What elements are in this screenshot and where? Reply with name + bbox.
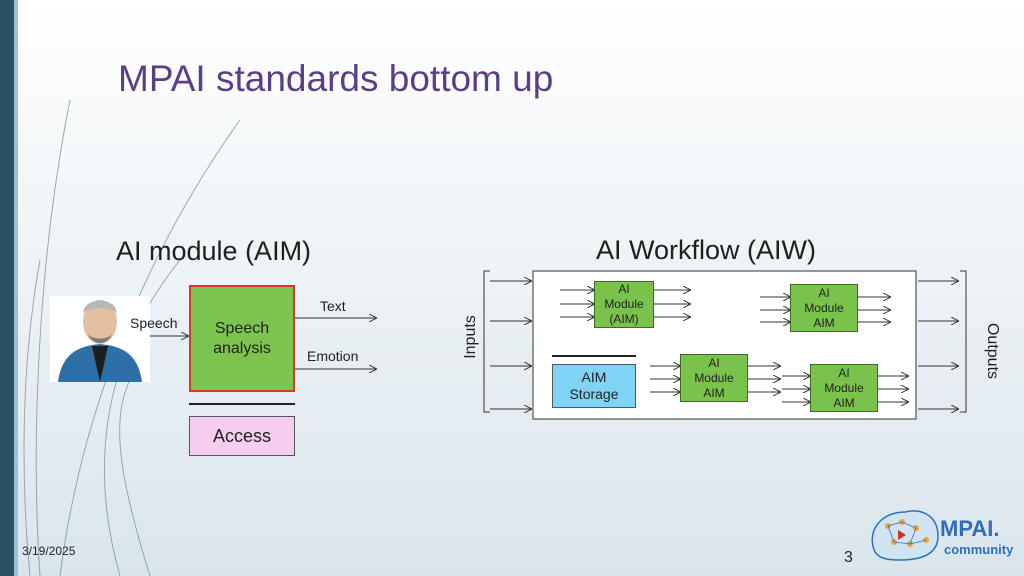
aiw-module-3: AI Module AIM xyxy=(680,354,748,402)
speech-input-label: Speech xyxy=(130,315,178,331)
speech-analysis-module: Speech analysis xyxy=(189,285,295,392)
slide-title: MPAI standards bottom up xyxy=(118,58,554,99)
person-avatar xyxy=(50,296,150,382)
aim-heading: AI module (AIM) xyxy=(116,236,312,266)
module-2-line-2: Module xyxy=(804,300,844,315)
module-3-line-1: AI xyxy=(708,355,720,370)
storage-line-2: Storage xyxy=(569,386,619,402)
decorative-curves xyxy=(23,99,241,576)
access-box: Access xyxy=(189,416,295,456)
module-4-line-3: AIM xyxy=(833,395,855,410)
aim-storage-box: AIM Storage xyxy=(552,364,636,408)
module-1-line-2: Module xyxy=(604,297,644,311)
text-output-label: Text xyxy=(320,298,346,314)
outputs-label: Outputs xyxy=(984,322,1001,380)
outputs-bracket xyxy=(960,270,967,413)
page-number: 3 xyxy=(844,549,853,566)
storage-line-1: AIM xyxy=(581,369,607,385)
aiw-heading: AI Workflow (AIW) xyxy=(596,235,817,265)
module-1-line-3: (AIM) xyxy=(609,312,639,326)
mpai-logo-graphic xyxy=(871,510,939,561)
module-3-line-2: Module xyxy=(694,370,734,385)
left-accent-bar xyxy=(0,0,14,576)
aiw-module-4: AI Module AIM xyxy=(810,364,878,412)
left-accent-stripe xyxy=(14,0,18,576)
module-4-line-2: Module xyxy=(824,380,864,395)
logo-text-community: community xyxy=(944,542,1014,557)
module-2-line-1: AI xyxy=(818,285,830,300)
slide-date: 3/19/2025 xyxy=(22,544,76,558)
aiw-module-2: AI Module AIM xyxy=(790,284,858,332)
inputs-bracket xyxy=(483,270,490,413)
speech-analysis-label-2: analysis xyxy=(213,339,271,357)
module-4-line-1: AI xyxy=(838,365,850,380)
speech-analysis-label-1: Speech xyxy=(214,319,270,337)
module-2-line-3: AIM xyxy=(813,315,835,330)
module-3-line-3: AIM xyxy=(703,385,725,400)
module-1-line-1: AI xyxy=(618,282,630,296)
emotion-output-label: Emotion xyxy=(307,348,359,364)
logo-text-mpai: MPAI. xyxy=(940,516,1000,541)
aiw-module-1: AI Module (AIM) xyxy=(594,281,654,328)
inputs-label: Inputs xyxy=(462,315,479,359)
